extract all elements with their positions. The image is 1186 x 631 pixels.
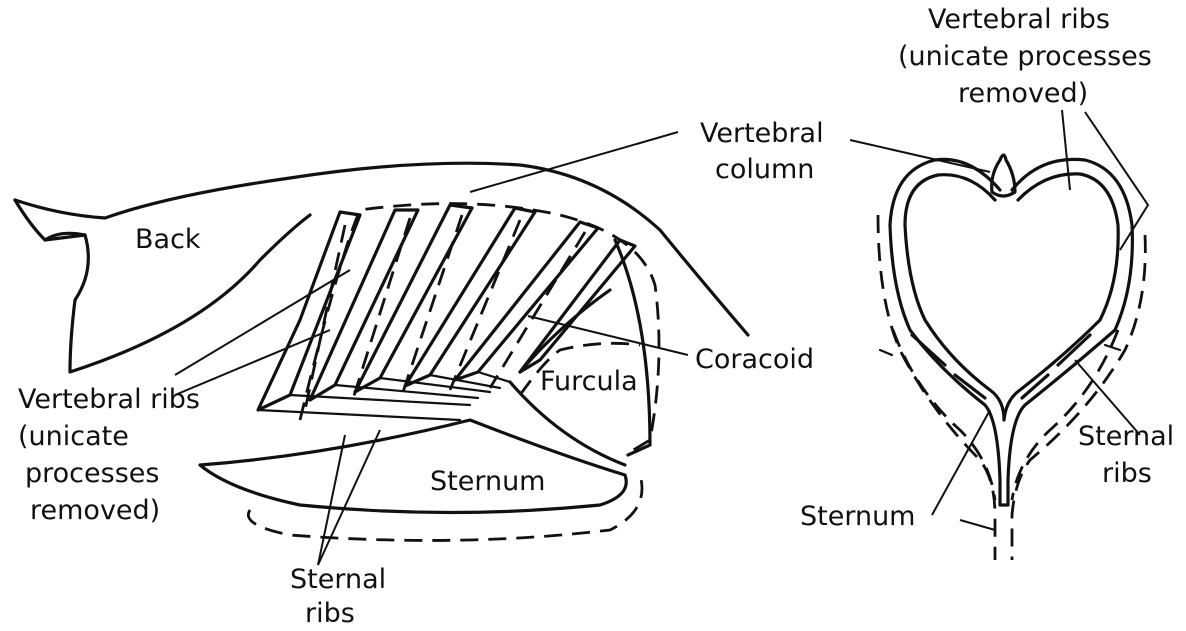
sternal-rib-right	[1058, 335, 1090, 365]
label-sternal-ribs-1: Sternal	[290, 564, 386, 595]
sternal-ribs-leader-1	[318, 435, 345, 565]
label-coracoid: Coracoid	[695, 344, 814, 375]
label-vertebral-ribs-4: removed)	[30, 495, 160, 526]
label-sternum: Sternum	[430, 466, 546, 497]
ribcage-dashed-outline	[300, 204, 659, 455]
coracoid-leader	[528, 316, 688, 355]
label-vertebral-ribs-2: (unicate	[18, 421, 129, 452]
label-vertebral-ribs-1: Vertebral ribs	[18, 384, 200, 415]
label-cs-vertebral-ribs-2: (unicate processes	[898, 41, 1152, 72]
label-vertebral-ribs-3: processes	[25, 458, 159, 489]
label-furcula: Furcula	[540, 366, 638, 397]
label-sternal-ribs-2: ribs	[305, 598, 355, 629]
label-cs-vertebral-ribs-1: Vertebral ribs	[928, 4, 1110, 35]
cross-dashed-outer	[878, 215, 1145, 560]
lateral-view: Back Vertebral column Coracoid Furcula S…	[15, 118, 824, 629]
ribcage-outer	[890, 159, 1132, 505]
ribcage-inner	[905, 174, 1118, 420]
vertebral-column-leader	[470, 132, 678, 192]
cross-section-view: Vertebral ribs (unicate processes remove…	[800, 4, 1174, 560]
sternum-leader-right-1	[932, 410, 990, 515]
label-back: Back	[135, 224, 201, 255]
dashed-tick-left	[880, 350, 892, 355]
label-vertebral-column-1: Vertebral	[700, 118, 824, 149]
label-cs-sternal-ribs-2: ribs	[1102, 458, 1152, 489]
furcula-bone	[510, 240, 650, 465]
label-cs-sternal-ribs-1: Sternal	[1078, 421, 1174, 452]
sternum-bone	[200, 420, 626, 513]
label-cs-vertebral-ribs-3: removed)	[958, 78, 1088, 109]
label-cs-sternum: Sternum	[800, 501, 916, 532]
sternum-leader-right-2	[960, 520, 995, 530]
label-vertebral-column-2: column	[715, 154, 814, 185]
vertebral-ribs-leader-right-1	[1062, 110, 1070, 190]
